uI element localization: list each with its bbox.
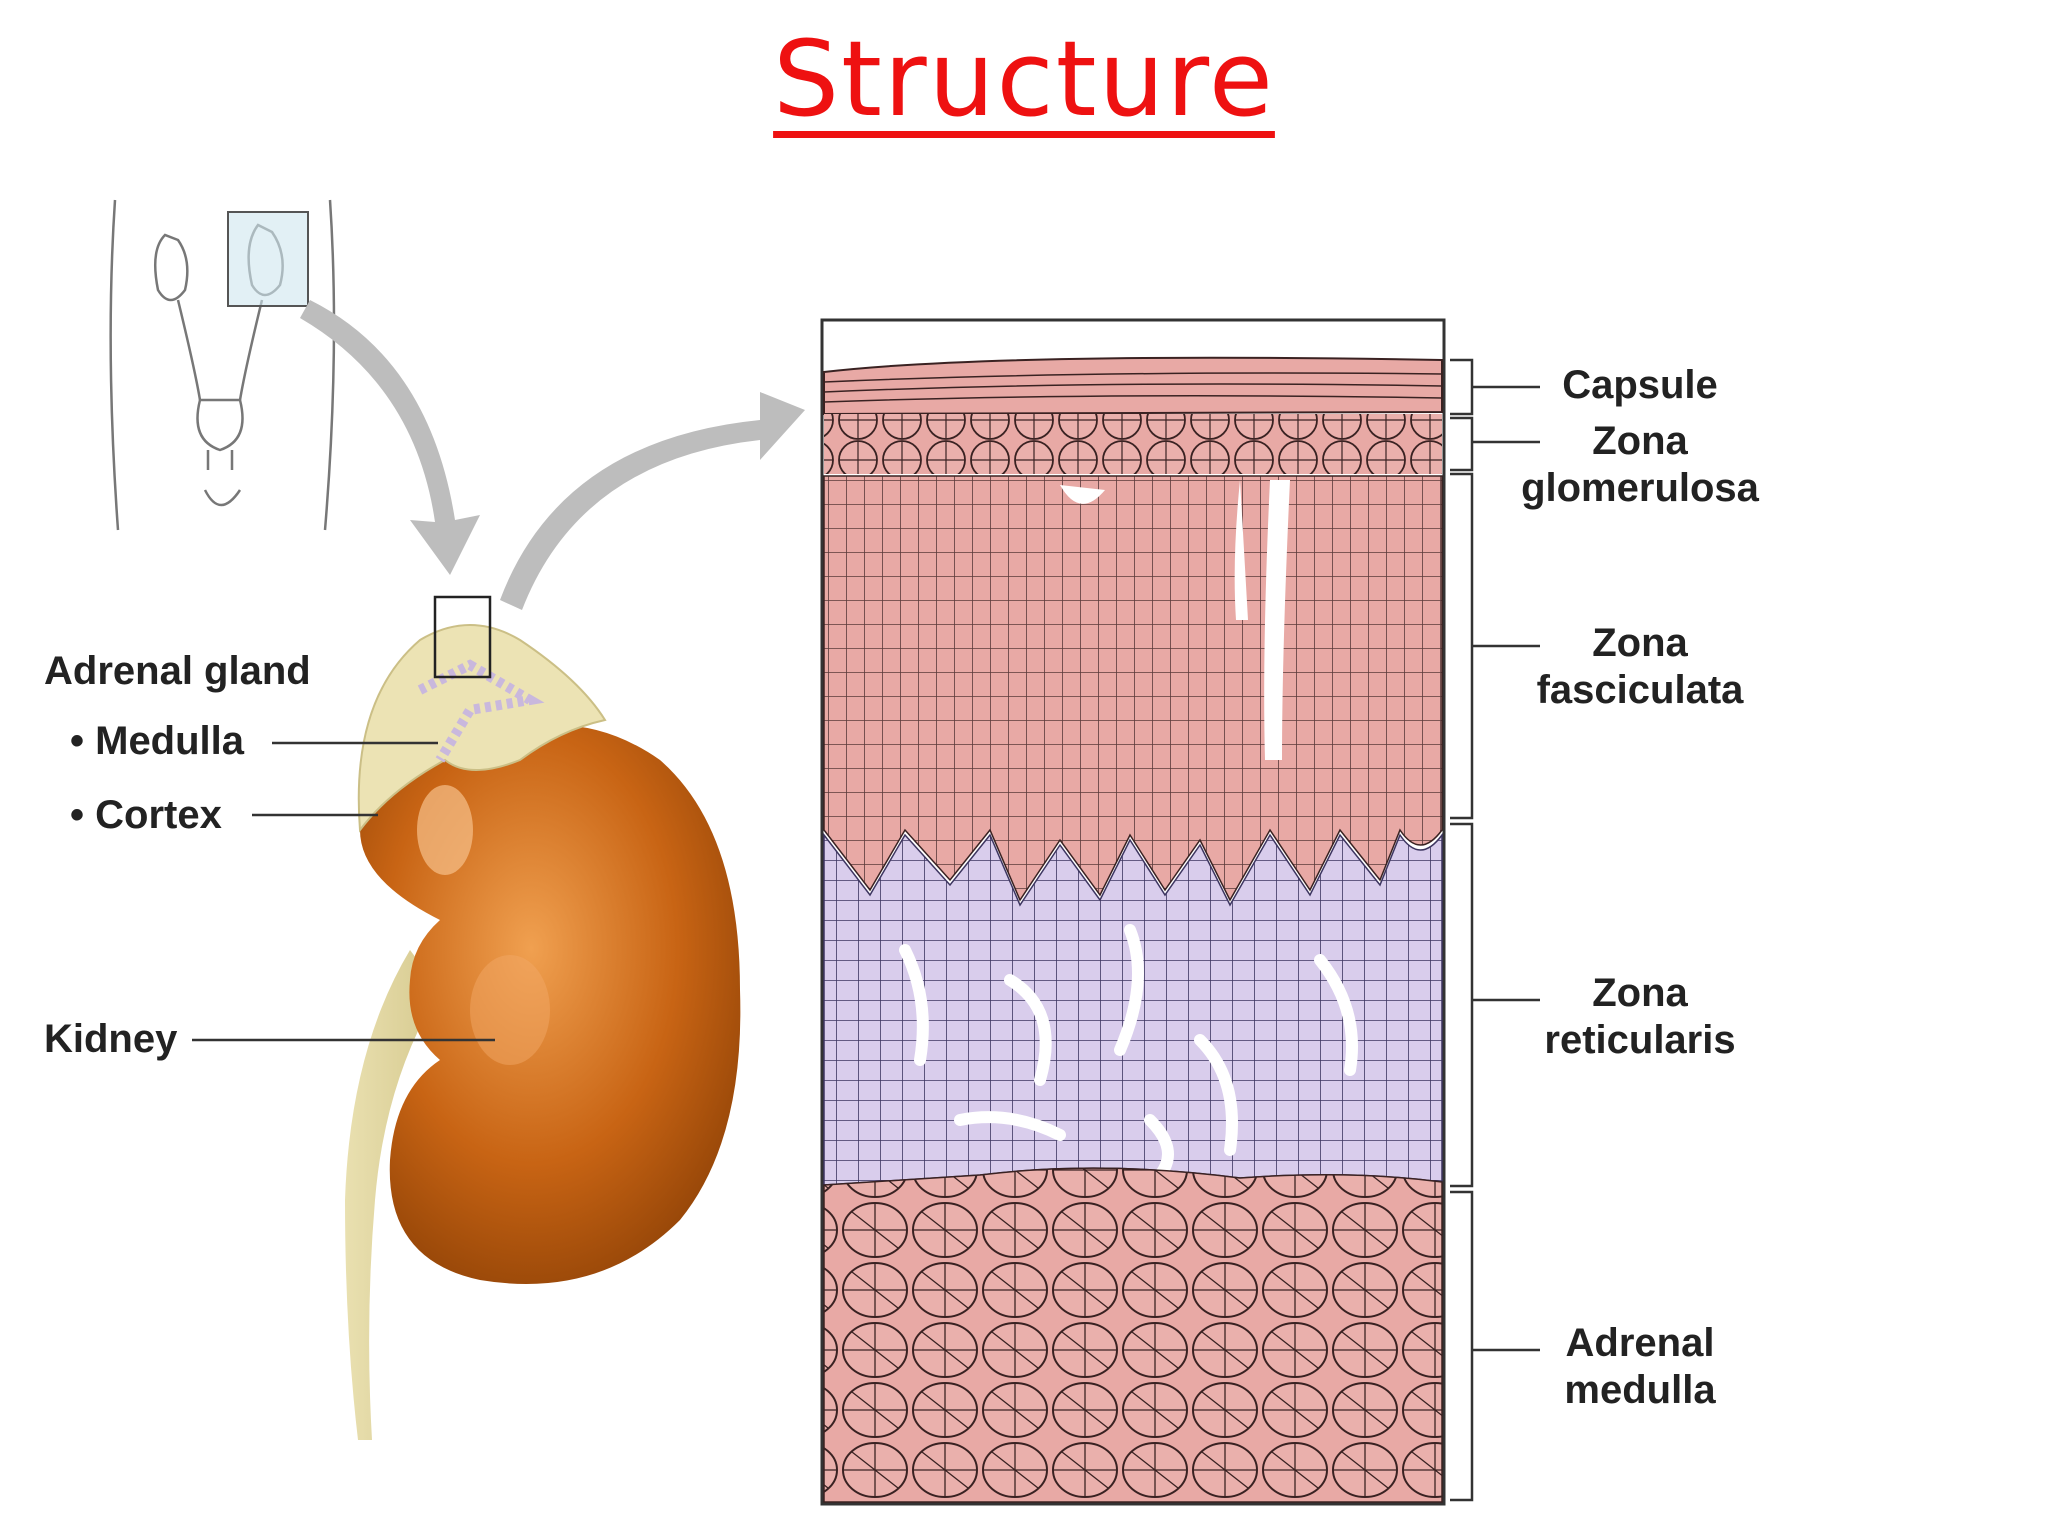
page-title: Structure	[773, 18, 1275, 140]
adrenal-medulla-core	[417, 659, 545, 763]
inset-highlight-box	[227, 211, 309, 307]
arrow-to-section	[500, 392, 805, 610]
kidney-label: Kidney	[44, 1017, 178, 1061]
capsule-label: Capsule	[1562, 363, 1718, 407]
medulla-label: • Medulla	[70, 719, 245, 763]
capsule-fibers	[823, 372, 1443, 403]
arrow-to-adrenal	[300, 300, 480, 575]
cortex-label: • Cortex	[70, 793, 222, 837]
adrenal-gland-label: Adrenal gland	[44, 649, 311, 693]
zona-reticularis-label: Zona reticularis	[1544, 971, 1736, 1063]
medulla-layer	[823, 1167, 1443, 1503]
cortex-section	[820, 318, 1446, 1506]
ureter	[345, 950, 440, 1440]
kidney-highlight	[417, 785, 473, 875]
fasciculata-layer	[823, 475, 1443, 902]
glomerulosa-layer	[824, 414, 1442, 474]
zone-brackets	[1450, 358, 1540, 1502]
zona-glomerulosa-label: Zona glomerulosa	[1521, 419, 1759, 511]
kidney-highlight	[470, 955, 550, 1065]
reticularis-sinusoids	[899, 924, 1358, 1181]
capsule-layer	[823, 356, 1443, 416]
adrenal-zoom-box	[433, 595, 492, 679]
zona-fasciculata-label: Zona fasciculata	[1536, 621, 1744, 713]
kidney	[360, 725, 741, 1284]
body-outline-inset	[109, 199, 336, 531]
adrenal-gland	[357, 624, 607, 833]
fasciculata-gaps	[1060, 480, 1290, 760]
adrenal-medulla-label: Adrenal medulla	[1564, 1321, 1716, 1413]
